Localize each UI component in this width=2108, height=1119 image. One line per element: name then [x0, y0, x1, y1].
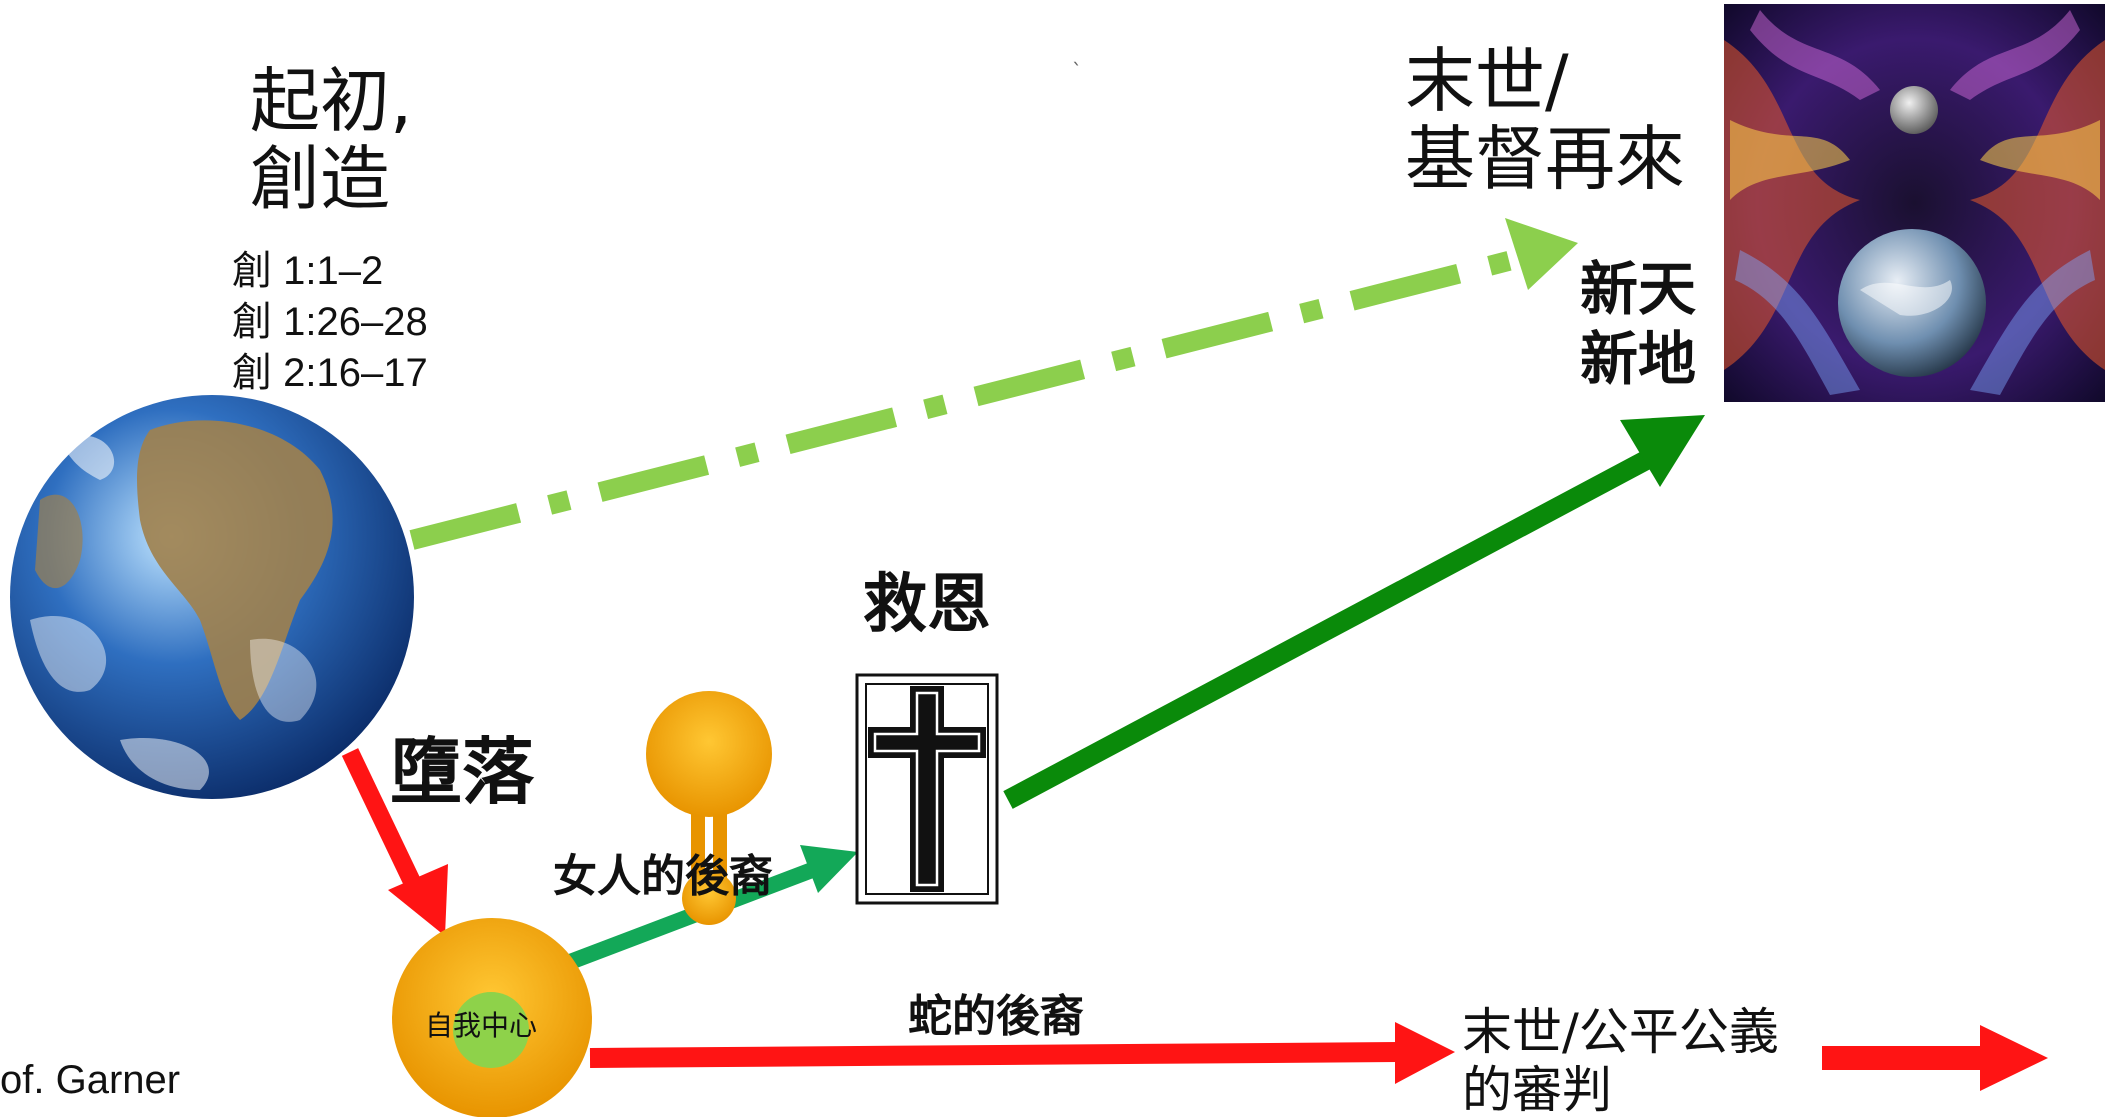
woman-seed-figure [646, 691, 772, 925]
cross-icon [855, 673, 999, 905]
judgment-line1: 末世/公平公義 [1462, 1003, 1779, 1061]
fall-arrow [341, 748, 448, 936]
creation-title: 起初, 創造 [250, 62, 412, 219]
self-center-label: 自我中心 [425, 1009, 538, 1042]
new-heaven-line2: 新地 [1580, 324, 1697, 393]
end-times-title: 末世/ 基督再來 [1405, 42, 1685, 199]
creation-references: 創 1:1–2 創 1:26–28 創 2:16–17 [232, 246, 428, 400]
scripture-ref: 創 1:26–28 [232, 300, 428, 345]
serpent-seed-label: 蛇的後裔 [908, 991, 1084, 1042]
salvation-label: 救恩 [863, 568, 991, 642]
stray-mark: ` [1072, 59, 1082, 83]
creation-title-line2: 創造 [250, 138, 390, 221]
end-times-title-line2: 基督再來 [1405, 118, 1685, 201]
creation-to-end-dashed-arrow [409, 218, 1578, 550]
self-center-circle [392, 918, 592, 1117]
new-heaven-line1: 新天 [1580, 255, 1697, 323]
earth-globe-icon [10, 395, 414, 799]
fall-label: 墮落 [390, 730, 535, 814]
salvation-to-new-heaven-arrow [1003, 415, 1705, 809]
serpent-seed-arrow [589, 1022, 1455, 1084]
woman-seed-label: 女人的後裔 [553, 851, 773, 902]
creation-title-line1: 起初, [250, 60, 413, 142]
scripture-ref: 創 2:16–17 [232, 351, 428, 396]
new-heaven-new-earth-label: 新天 新地 [1580, 255, 1696, 394]
end-times-title-line1: 末世/ [1405, 40, 1569, 122]
cosmic-planets-image [1724, 4, 2105, 402]
final-judgment-label: 末世/公平公義 的審判 [1462, 1003, 1779, 1119]
author-credit: of. Garner [0, 1058, 181, 1102]
judgment-continuation-arrow [1822, 1025, 2048, 1091]
scripture-ref: 創 1:1–2 [232, 249, 384, 293]
judgment-line2: 的審判 [1462, 1061, 1612, 1119]
